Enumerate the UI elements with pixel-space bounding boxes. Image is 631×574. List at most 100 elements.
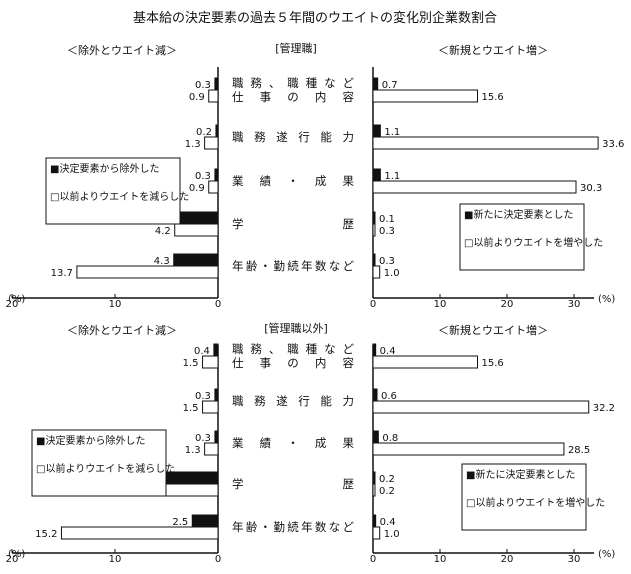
- p2-left-hollow-bar: [202, 355, 219, 369]
- p1-category-label: 学歴: [232, 217, 355, 231]
- p1-left-legend-box: [45, 157, 181, 225]
- p2-category-label: 年齢・勤続年数など: [232, 520, 355, 534]
- p2-left-legend-filled: ■決定要素から除外した: [36, 434, 145, 447]
- p2-right-value-label: 28.5: [568, 445, 590, 456]
- p1-left-hollow-bar: [204, 136, 219, 150]
- p2-left-legend-hollow: □以前よりウエイトを減らした: [36, 462, 175, 475]
- p1-right-filled-bar: [372, 211, 376, 225]
- p1-right-tick-label: 30: [568, 299, 581, 310]
- p1-left-filled-bar: [173, 253, 219, 267]
- p2-left-value-label: 1.5: [183, 358, 199, 369]
- p2-right-filled-bar: [372, 430, 379, 444]
- p2-right-value-label: 0.8: [382, 433, 398, 444]
- p2-category-label: 業績・成果: [232, 436, 355, 450]
- p2-left-tick-label: 10: [109, 554, 122, 565]
- p2-left-hollow-bar: [204, 442, 219, 456]
- p1-left-hollow-bar: [174, 223, 219, 237]
- p1-left-filled-bar: [214, 77, 219, 91]
- p1-left-tick-label: 10: [109, 299, 122, 310]
- p1-right-hollow-bar: [372, 223, 376, 237]
- p1-left-legend-hollow: □以前よりウエイトを減らした: [50, 190, 189, 203]
- p2-right-value-label: 1.0: [384, 529, 400, 540]
- p2-left-unit-label: (%): [8, 549, 25, 560]
- p2-right-tick-label: 30: [568, 554, 581, 565]
- p2-left-value-label: 1.5: [183, 403, 199, 414]
- p2-right-hollow-bar: [372, 355, 479, 369]
- p2-right-unit-label: (%): [598, 549, 615, 560]
- p2-left-value-label: 0.3: [195, 391, 211, 402]
- p1-category-label: 業績・成果: [232, 174, 355, 188]
- p1-left-value-label: 1.3: [185, 139, 201, 150]
- p1-right-value-label: 33.6: [602, 139, 624, 150]
- p2-left-value-label: 1.3: [185, 445, 201, 456]
- p1-left-value-label: 4.2: [155, 226, 171, 237]
- p2-left-tick-label: 20: [6, 554, 19, 565]
- p2-right-value-label: 0.2: [379, 486, 395, 497]
- p1-right-tick-label: 0: [370, 299, 376, 310]
- p1-group-label: [管理職]: [275, 41, 317, 55]
- p1-right-hollow-bar: [372, 265, 381, 279]
- p2-left-hollow-bar: [162, 483, 219, 497]
- p2-group-label: [管理職以外]: [264, 321, 328, 335]
- p2-left-filled-bar: [214, 430, 219, 444]
- p1-left-value-label: 0.2: [196, 127, 212, 138]
- p2-right-tick-label: 0: [370, 554, 376, 565]
- p2-left-filled-bar: [214, 388, 219, 402]
- p2-right-value-label: 32.2: [593, 403, 615, 414]
- p1-category-label: 年齢・勤続年数など: [232, 259, 355, 273]
- p2-right-filled-bar: [372, 388, 378, 402]
- p1-left-filled-bar: [215, 124, 219, 138]
- p2-right-filled-bar: [372, 514, 377, 528]
- p1-right-filled-bar: [372, 253, 376, 267]
- p2-right-legend-box: [461, 463, 587, 531]
- p2-category-label: 職務、職種など: [232, 342, 355, 356]
- p1-right-hollow-bar: [372, 180, 577, 194]
- p2-left-header: ＜除外とウエイト減＞: [67, 323, 177, 337]
- p2-category-label: 職務遂行能力: [232, 394, 354, 408]
- p1-category-label: 仕事の内容: [232, 90, 355, 104]
- p2-right-hollow-bar: [372, 400, 590, 414]
- p1-right-hollow-bar: [372, 136, 599, 150]
- p1-category-label: 職務遂行能力: [232, 130, 354, 144]
- p1-right-filled-bar: [372, 77, 379, 91]
- p2-left-value-label: 15.2: [35, 529, 57, 540]
- p2-left-value-label: 2.5: [172, 517, 188, 528]
- p1-right-tick-label: 20: [501, 299, 514, 310]
- p1-right-hollow-bar: [372, 89, 479, 103]
- p2-right-value-label: 0.4: [380, 346, 396, 357]
- p1-left-legend-filled: ■決定要素から除外した: [50, 162, 159, 175]
- p1-right-value-label: 15.6: [482, 92, 504, 103]
- p1-right-legend-filled: ■新たに決定要素とした: [464, 208, 573, 221]
- p2-right-filled-bar: [372, 343, 377, 357]
- p2-right-tick-label: 10: [434, 554, 447, 565]
- p2-left-tick-label: 0: [215, 554, 221, 565]
- p1-right-legend-box: [459, 203, 585, 271]
- p1-left-tick-label: 20: [6, 299, 19, 310]
- p1-left-value-label: 4.3: [154, 256, 170, 267]
- p2-right-hollow-bar: [372, 442, 565, 456]
- p2-right-legend-hollow: □以前よりウエイトを増やした: [466, 496, 605, 509]
- p2-left-value-label: 0.4: [194, 346, 210, 357]
- p1-left-value-label: 13.7: [51, 268, 73, 279]
- p2-left-hollow-bar: [60, 526, 219, 540]
- p1-right-value-label: 30.3: [580, 183, 602, 194]
- p1-right-header: ＜新規とウエイト増＞: [438, 43, 548, 57]
- p2-right-hollow-bar: [372, 526, 381, 540]
- p1-right-unit-label: (%): [598, 294, 615, 305]
- p1-left-value-label: 0.3: [195, 171, 211, 182]
- p2-right-value-label: 0.4: [380, 517, 396, 528]
- p1-left-hollow-bar: [208, 180, 219, 194]
- p1-right-value-label: 0.3: [379, 226, 395, 237]
- p2-left-legend-box: [31, 429, 167, 497]
- p1-left-unit-label: (%): [8, 294, 25, 305]
- p2-right-value-label: 15.6: [482, 358, 504, 369]
- p1-right-filled-bar: [372, 124, 381, 138]
- p1-right-value-label: 0.3: [379, 256, 395, 267]
- p1-left-tick-label: 0: [215, 299, 221, 310]
- p1-left-hollow-bar: [208, 89, 219, 103]
- p1-left-value-label: 0.3: [195, 80, 211, 91]
- p1-left-header: ＜除外とウエイト減＞: [67, 43, 177, 57]
- p2-right-header: ＜新規とウエイト増＞: [438, 323, 548, 337]
- p1-right-value-label: 1.1: [384, 127, 400, 138]
